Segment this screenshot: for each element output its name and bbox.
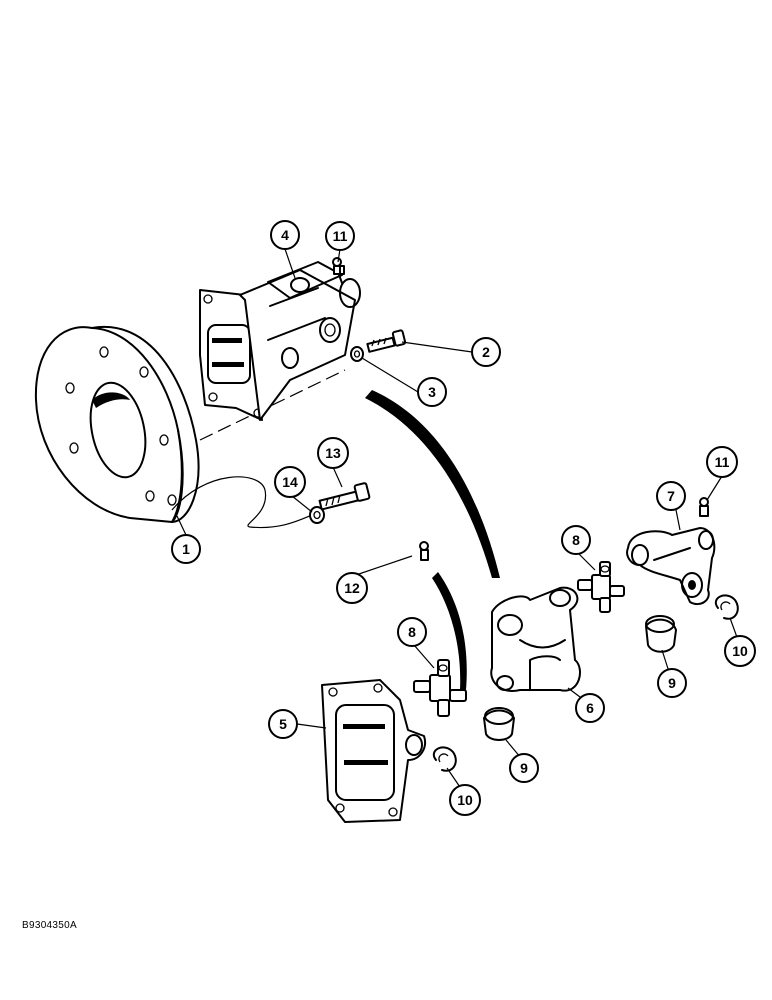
part-8-cross-upper [577,561,625,613]
callout-11-right: 11 [706,446,738,478]
assembly-arrows [365,390,500,690]
callout-9-lower-label: 9 [520,760,528,776]
part-10-ring-upper [715,594,739,620]
callout-1-label: 1 [182,541,190,557]
part-11-grease-fitting-right [699,497,709,517]
part-9-cap-lower [483,707,515,741]
callout-11-upper-label: 11 [333,228,348,244]
callout-leaders [176,248,739,791]
callout-11-right-label: 11 [715,454,730,470]
callout-4-label: 4 [281,227,289,243]
callout-3: 3 [417,377,447,407]
callout-10-upper: 10 [724,635,756,667]
callout-3-label: 3 [428,384,436,400]
callout-1: 1 [171,534,201,564]
callout-4: 4 [270,220,300,250]
callout-12-label: 12 [344,580,360,596]
callout-9-upper: 9 [657,668,687,698]
part-12-grease-fitting [419,541,429,561]
part-11-grease-fitting-upper [332,257,342,275]
callout-10-lower: 10 [449,784,481,816]
figure-reference-code: B9304350A [22,920,77,931]
part-2-bolt [366,329,407,353]
part-14-washer [309,506,325,524]
callout-9-upper-label: 9 [668,675,676,691]
callout-6-label: 6 [586,700,594,716]
callout-12: 12 [336,572,368,604]
part-10-ring-lower [433,746,457,772]
part-1-adapter-plate [34,325,346,529]
part-4-housing [199,261,361,421]
part-8-cross-lower [413,659,467,717]
part-7-yoke [626,527,716,606]
callout-8-lower-label: 8 [408,624,416,640]
callout-14-label: 14 [282,474,298,490]
callout-9-lower: 9 [509,753,539,783]
callout-13-label: 13 [325,445,341,461]
callout-6: 6 [575,693,605,723]
callout-8-lower: 8 [397,617,427,647]
part-6-yoke [490,586,581,692]
callout-7: 7 [656,481,686,511]
callout-10-upper-label: 10 [732,643,748,659]
callout-5: 5 [268,709,298,739]
part-13-bolt [318,482,371,511]
callout-13: 13 [317,437,349,469]
part-9-cap-upper [645,615,677,653]
callout-2-label: 2 [482,344,490,360]
callout-8-upper-label: 8 [572,532,580,548]
part-3-washer [350,346,364,362]
callout-5-label: 5 [279,716,287,732]
callout-10-lower-label: 10 [457,792,473,808]
callout-14: 14 [274,466,306,498]
part-5-flange [321,679,426,823]
callout-2: 2 [471,337,501,367]
callout-7-label: 7 [667,488,675,504]
callout-8-upper: 8 [561,525,591,555]
callout-11-upper: 11 [325,221,355,251]
